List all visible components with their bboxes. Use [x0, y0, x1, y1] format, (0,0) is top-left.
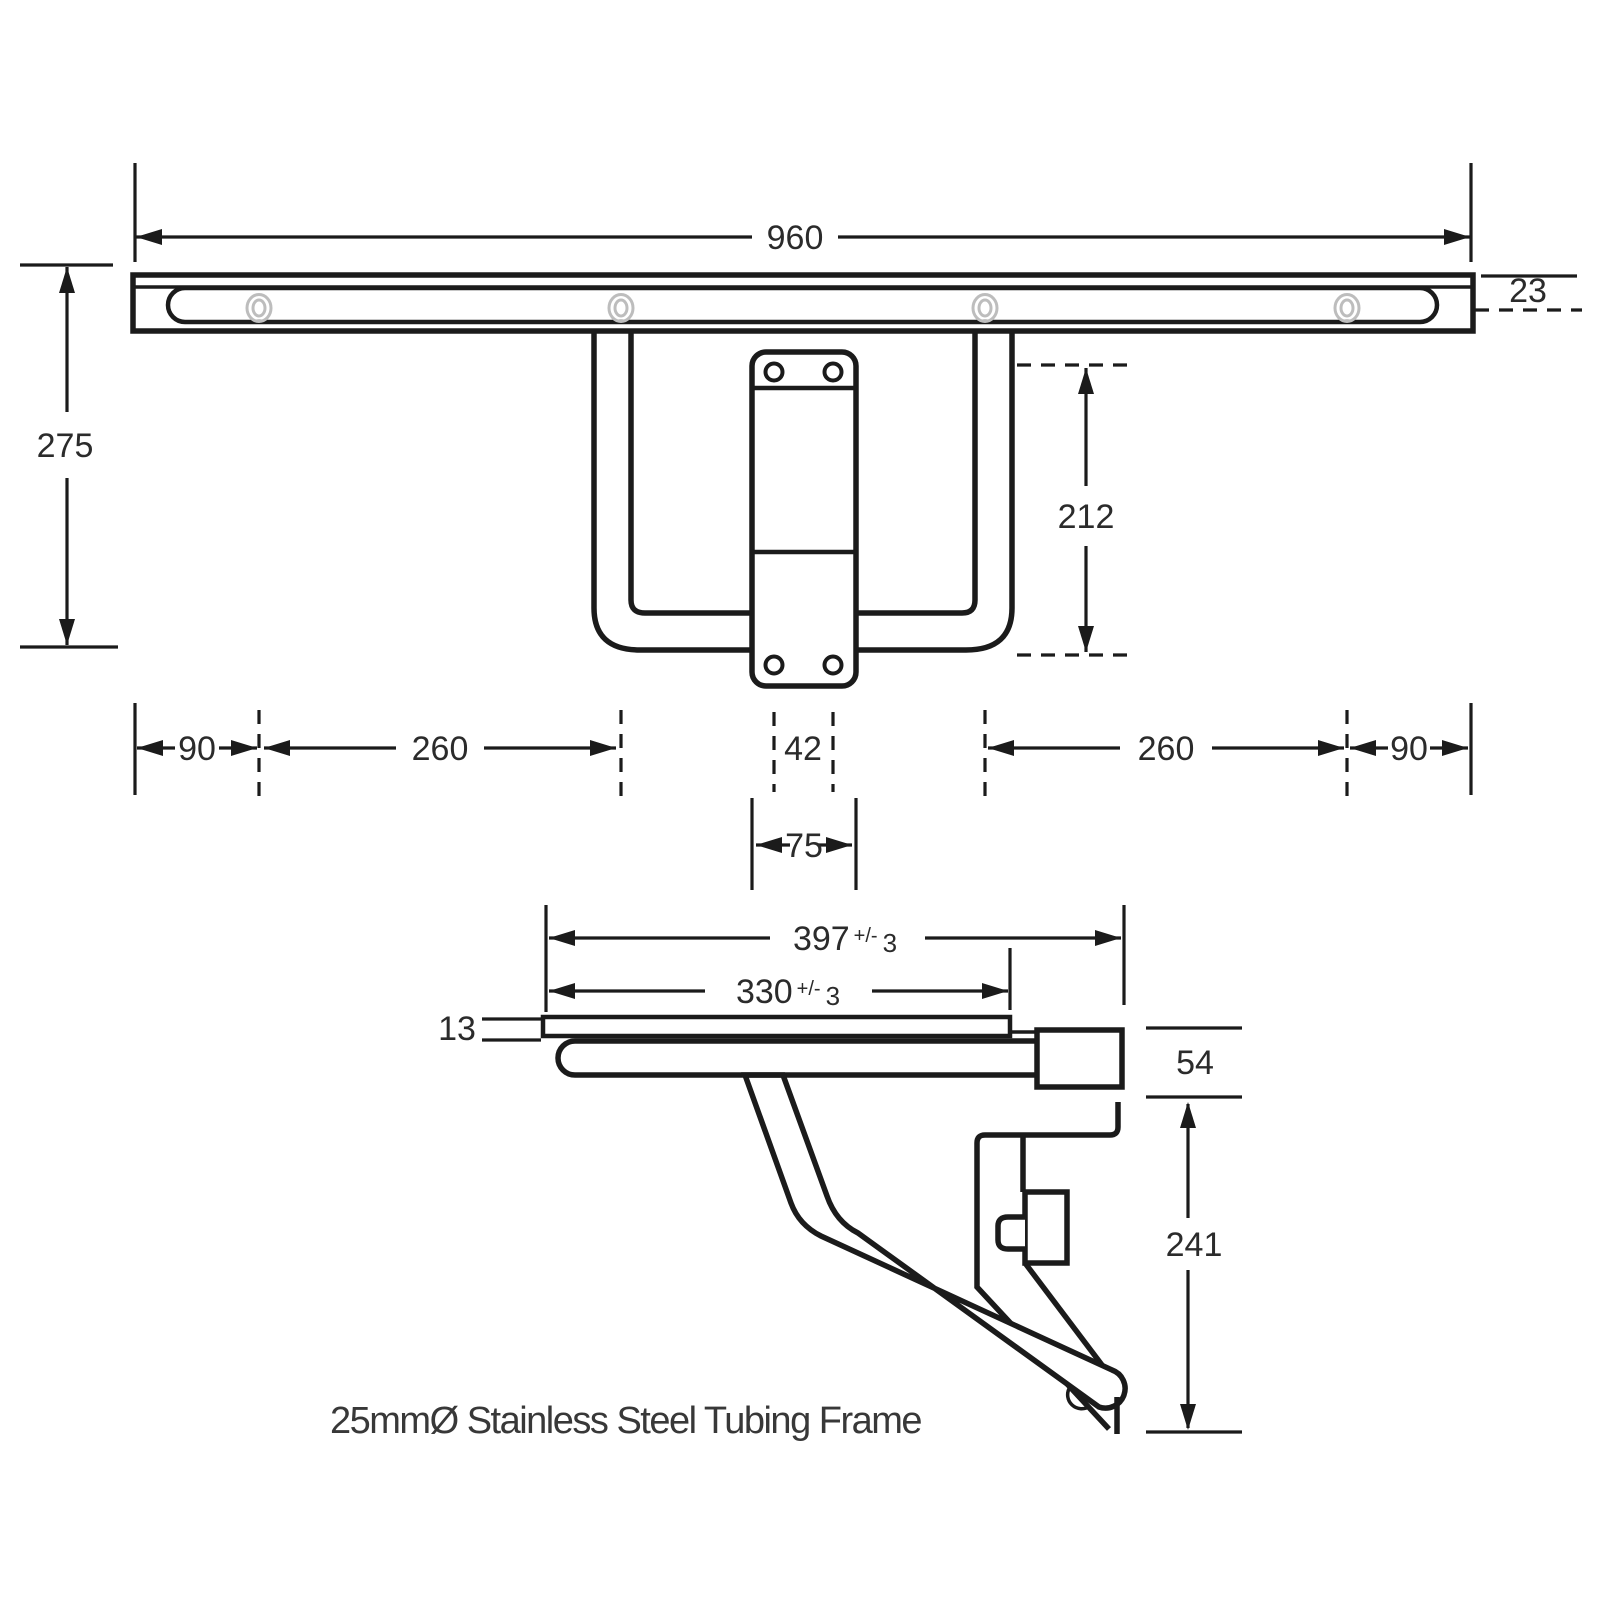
dim-plate-width-label: 75 — [785, 827, 823, 865]
plate-hole — [763, 361, 785, 383]
plate-hole — [822, 654, 844, 676]
dim-profile-offset-label: 23 — [1509, 272, 1547, 310]
hinge-plate-outline — [749, 349, 859, 689]
dim-bracket-drop-label: 241 — [1166, 1226, 1223, 1264]
latch-tab — [995, 1214, 1025, 1252]
dim-rail-height-label: 54 — [1176, 1044, 1214, 1082]
dim-overall-width: 960 — [133, 163, 1473, 262]
dim-rail-height: 54 — [1146, 1026, 1242, 1099]
bracket-arm-edge — [1022, 1261, 1108, 1371]
mounting-hole — [607, 293, 635, 323]
rail-slot — [165, 285, 1440, 325]
latch-block — [1022, 1189, 1070, 1266]
dim-plate-width: 75 — [750, 798, 858, 890]
frame-u-tube — [591, 331, 1015, 653]
dim-overall-depth-label: 275 — [37, 427, 94, 465]
mounting-hole — [971, 293, 999, 323]
wall-rail — [130, 272, 1476, 334]
dim-edge-hole-right-label: 90 — [1390, 730, 1428, 768]
mounting-hole — [1333, 293, 1361, 323]
dim-edge-hole-left-label: 90 — [178, 730, 216, 768]
leg-tube-end-detail — [1065, 1386, 1092, 1411]
mounting-hole — [613, 298, 629, 318]
mounting-hole — [1339, 298, 1355, 318]
hinge-plate — [749, 349, 859, 689]
dim-overall-width-label: 960 — [767, 219, 824, 257]
pivot-block — [1034, 1027, 1125, 1090]
dim-hole-spacing-left-label: 260 — [412, 730, 469, 768]
wall-bracket — [974, 1102, 1121, 1431]
mounting-hole — [251, 298, 267, 318]
side-view: 397+/-3 330+/-3 13 54 — [438, 905, 1242, 1434]
dim-seat-depth-label: 330+/-3 — [736, 973, 840, 1011]
dim-overall-depth: 275 — [20, 263, 118, 649]
plate-hole — [763, 654, 785, 676]
dim-overall-projection: 397+/-3 — [544, 905, 1126, 1012]
dim-bracket-drop: 241 — [1146, 1102, 1242, 1434]
plate-hole — [822, 361, 844, 383]
dim-seat-thickness-label: 13 — [438, 1010, 476, 1048]
dim-seat-depth: 330+/-3 — [549, 948, 1012, 1011]
seat-assembly — [540, 1014, 1125, 1090]
seat-tube — [555, 1038, 1037, 1078]
leg-tube — [741, 1072, 1128, 1434]
leg-tube-outline — [741, 1072, 1128, 1411]
dim-profile-offset: 23 — [1475, 272, 1582, 312]
rail-mounting-holes — [245, 293, 1361, 323]
mounting-hole — [245, 293, 273, 323]
dim-row-hole-spacing: 90 260 42 260 90 — [133, 703, 1473, 798]
wall-bracket-outline — [974, 1102, 1121, 1431]
dim-plate-hole-spacing-label: 42 — [784, 730, 822, 768]
u-tube-inner — [628, 331, 978, 616]
dim-frame-drop: 212 — [1017, 363, 1135, 657]
dim-seat-thickness: 13 — [438, 1010, 541, 1048]
dim-hole-spacing-right-label: 260 — [1138, 730, 1195, 768]
dim-overall-projection-label: 397+/-3 — [793, 920, 897, 958]
seat-slab — [540, 1014, 1013, 1039]
top-view: 960 23 275 212 — [20, 163, 1582, 890]
material-note: 25mmØ Stainless Steel Tubing Frame — [330, 1400, 921, 1442]
mounting-hole — [977, 298, 993, 318]
u-tube-outer — [591, 331, 1015, 653]
dim-frame-drop-label: 212 — [1058, 498, 1115, 536]
